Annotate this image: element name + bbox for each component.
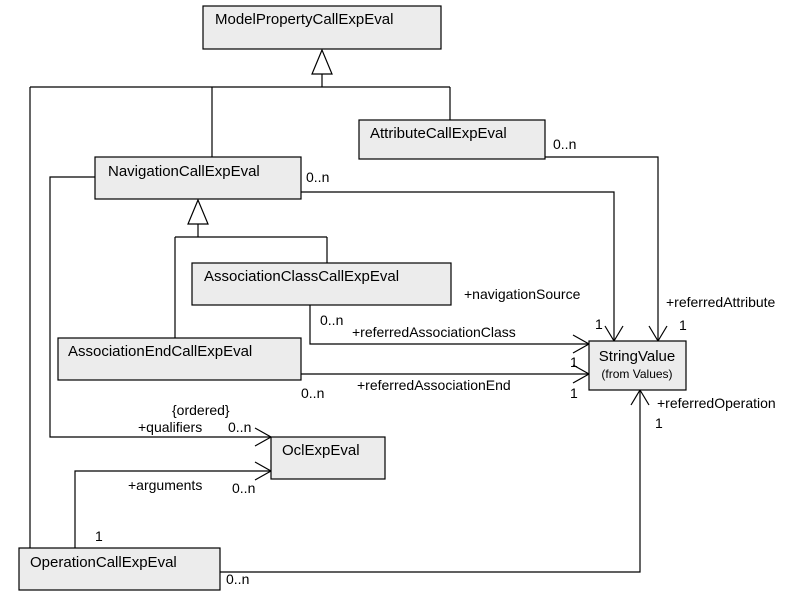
- role-referred-association-class: +referredAssociationClass: [352, 324, 516, 340]
- class-name: StringValue: [599, 348, 675, 365]
- class-string-value: StringValue (from Values): [588, 340, 687, 391]
- multiplicity-qualifiers: 0..n: [228, 419, 251, 435]
- role-qualifiers: +qualifiers: [138, 419, 202, 435]
- constraint-ordered: {ordered}: [172, 402, 230, 418]
- multiplicity-referred-operation: 1: [655, 415, 663, 431]
- class-association-class-call-exp-eval: AssociationClassCallExpEval: [191, 262, 452, 306]
- role-referred-attribute: +referredAttribute: [666, 294, 776, 310]
- role-referred-association-end: +referredAssociationEnd: [357, 377, 511, 393]
- class-package: (from Values): [601, 367, 672, 381]
- multiplicity-navigation: 0..n: [306, 169, 329, 185]
- association-referred-association-class: [309, 305, 589, 345]
- multiplicity-navigation-source: 1: [595, 316, 603, 332]
- association-qualifiers: [49, 176, 271, 438]
- generalization-arrow-navigation: [187, 198, 209, 225]
- multiplicity-attribute: 0..n: [553, 136, 576, 152]
- role-referred-operation: +referredOperation: [657, 395, 776, 411]
- multiplicity-operation-arguments: 1: [95, 528, 103, 544]
- multiplicity-association-end-target: 1: [570, 385, 578, 401]
- class-association-end-call-exp-eval: AssociationEndCallExpEval: [57, 337, 302, 381]
- association-referred-attribute: [545, 156, 659, 341]
- class-model-property-call-exp-eval: ModelPropertyCallExpEval: [202, 5, 442, 50]
- class-name: AttributeCallExpEval: [370, 125, 507, 142]
- class-attribute-call-exp-eval: AttributeCallExpEval: [358, 119, 546, 160]
- class-name: ModelPropertyCallExpEval: [215, 11, 393, 28]
- association-navigation-source: [301, 191, 615, 341]
- multiplicity-association-end: 0..n: [301, 385, 324, 401]
- multiplicity-association-class-target: 1: [570, 354, 578, 370]
- role-arguments: +arguments: [128, 477, 202, 493]
- association-arguments: [74, 470, 271, 548]
- multiplicity-arguments: 0..n: [232, 480, 255, 496]
- multiplicity-referred-attribute: 1: [679, 317, 687, 333]
- class-name: AssociationClassCallExpEval: [204, 268, 399, 285]
- class-operation-call-exp-eval: OperationCallExpEval: [18, 547, 221, 591]
- class-name: NavigationCallExpEval: [108, 163, 260, 180]
- multiplicity-operation: 0..n: [226, 571, 249, 587]
- class-name: OclExpEval: [282, 442, 360, 459]
- class-navigation-call-exp-eval: NavigationCallExpEval: [94, 156, 302, 200]
- class-name: OperationCallExpEval: [30, 554, 177, 571]
- class-ocl-exp-eval: OclExpEval: [270, 436, 386, 480]
- role-navigation-source: +navigationSource: [464, 286, 581, 302]
- class-name: AssociationEndCallExpEval: [68, 343, 252, 360]
- association-referred-operation: [220, 390, 641, 573]
- generalization-arrow-model-property: [311, 48, 333, 75]
- multiplicity-association-class: 0..n: [320, 312, 343, 328]
